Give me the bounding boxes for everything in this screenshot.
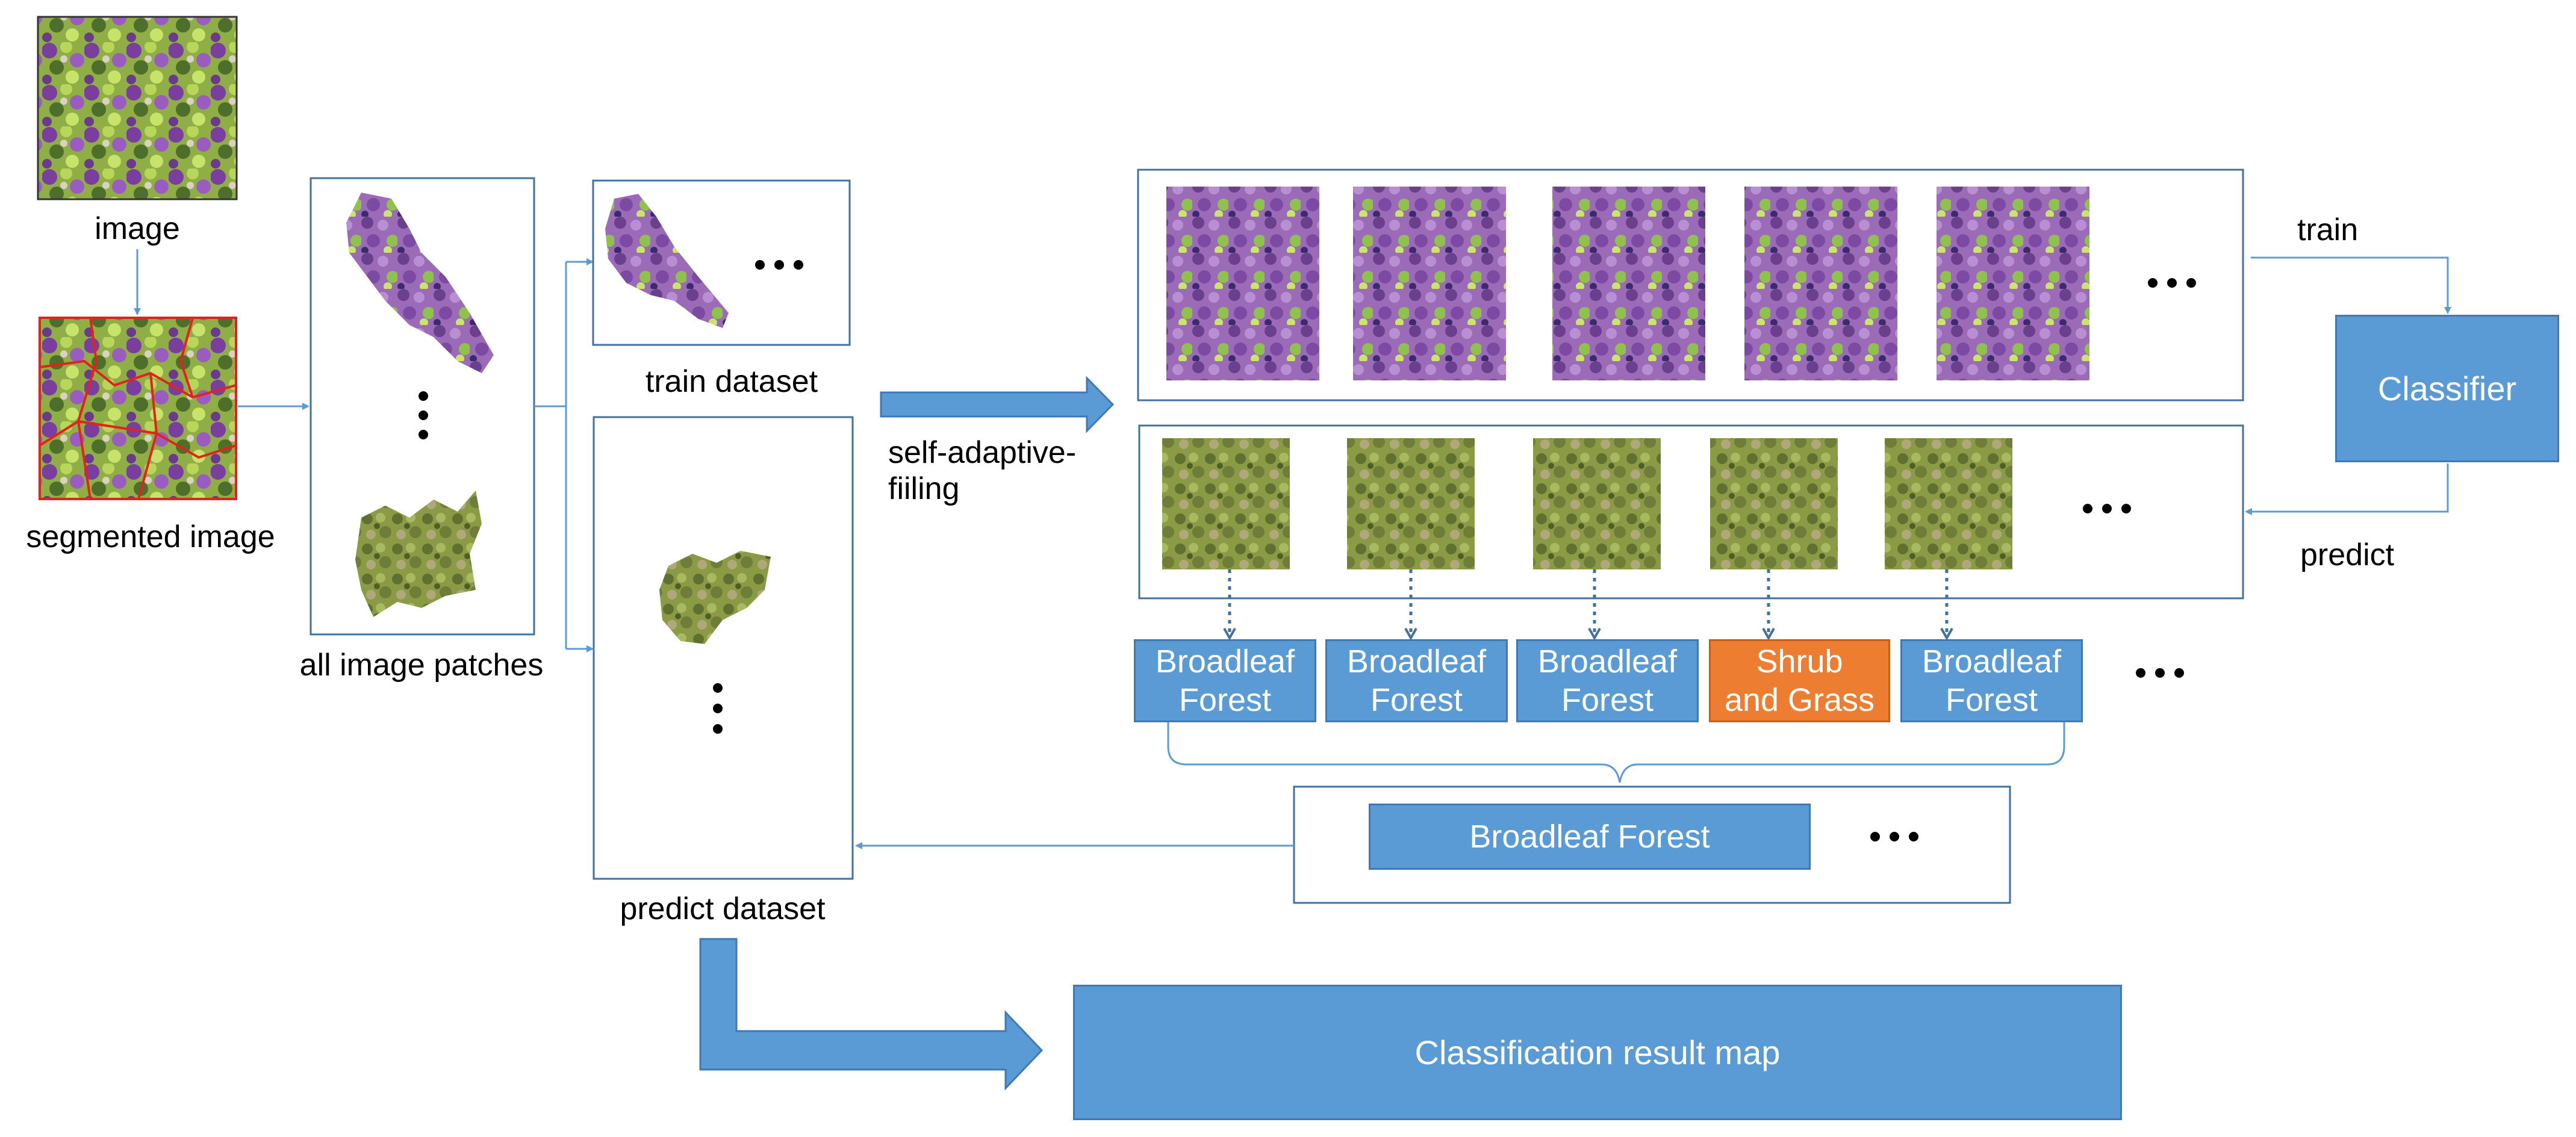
- filled-predict-patch: [1533, 438, 1661, 569]
- filled-predict-patch: [1710, 438, 1838, 569]
- filled-train-patch: [1937, 187, 2089, 380]
- prediction-box-shrub-and-grass: Shrub and Grass: [1709, 639, 1890, 722]
- train-patch: [605, 194, 729, 328]
- segmented-image: [39, 317, 237, 500]
- image-label: image: [95, 211, 180, 246]
- vote-brace: [1167, 722, 2065, 783]
- segmented-image-label: segmented image: [26, 519, 275, 554]
- prediction-box-broadleaf-forest: Broadleaf Forest: [1900, 639, 2083, 722]
- vertical-ellipsis-icon: [418, 391, 428, 439]
- filled-predict-patch: [1885, 438, 2012, 569]
- result-block-arrow: [699, 938, 1044, 1091]
- train-connector: [2251, 256, 2451, 314]
- patch-purple: [346, 193, 494, 373]
- source-image: [37, 16, 238, 200]
- prediction-box-broadleaf-forest: Broadleaf Forest: [1516, 639, 1699, 722]
- vertical-ellipsis-icon: [713, 683, 723, 734]
- vote-result-box: Broadleaf Forest: [1369, 804, 1811, 870]
- filling-block-arrow: [880, 376, 1115, 433]
- self-adaptive-filling-label: self-adaptive- fiiling: [888, 435, 1077, 506]
- filled-predict-patch: [1347, 438, 1475, 569]
- ellipsis-icon: [2136, 668, 2184, 678]
- split-connector: [534, 258, 594, 652]
- prediction-arrows: [1230, 569, 1947, 638]
- ellipsis-icon: [1870, 832, 1918, 841]
- filled-train-patch: [1166, 187, 1319, 380]
- classifier-box: Classifier: [2335, 315, 2559, 462]
- filled-train-patch: [1744, 187, 1897, 380]
- ellipsis-icon: [2148, 278, 2196, 288]
- predict-patch: [659, 551, 771, 644]
- prediction-box-broadleaf-forest: Broadleaf Forest: [1134, 639, 1316, 722]
- classification-result-map-box: Classification result map: [1073, 985, 2122, 1120]
- predict-dataset-label: predict dataset: [620, 891, 826, 926]
- filled-predict-frame: [1138, 424, 2244, 599]
- train-label: train: [2297, 212, 2359, 247]
- predict-connector: [2245, 463, 2449, 515]
- prediction-box-broadleaf-forest: Broadleaf Forest: [1325, 639, 1508, 722]
- train-dataset-label: train dataset: [645, 364, 818, 399]
- all-image-patches-label: all image patches: [299, 648, 544, 683]
- predict-label: predict: [2300, 538, 2395, 572]
- filled-train-patch: [1353, 187, 1506, 380]
- ellipsis-icon: [755, 260, 803, 270]
- patch-green: [355, 491, 482, 617]
- predict-dataset-frame: [593, 416, 854, 880]
- ellipsis-icon: [2083, 504, 2131, 513]
- filled-predict-patch: [1162, 438, 1290, 569]
- filled-train-patch: [1552, 187, 1705, 380]
